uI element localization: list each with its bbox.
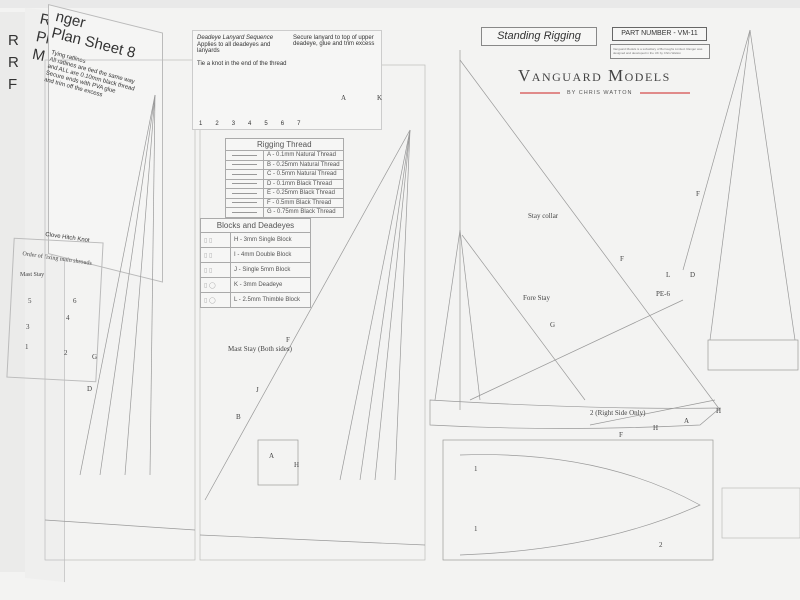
- block-item: H - 3mm Single Block: [230, 232, 311, 248]
- label-h: H: [294, 461, 300, 469]
- shroud-number: 3: [26, 323, 30, 331]
- label-g: G: [92, 353, 98, 361]
- step-number: 4: [248, 121, 252, 127]
- block-item: K - 3mm Deadeye: [230, 277, 311, 293]
- label-a: A: [684, 417, 690, 425]
- label-a: A: [341, 94, 347, 102]
- thread-item: C - 0.5mm Natural Thread: [263, 169, 344, 180]
- lanyard-steps: 1 2 3 4 5 6 7: [199, 121, 300, 127]
- rigging-thread-table: Rigging Thread A - 0.1mm Natural Thread …: [225, 138, 344, 218]
- label-f: F: [286, 336, 290, 344]
- lanyard-subtitle: Applies to all deadeyes and lanyards: [197, 42, 271, 54]
- brand-logo: Vanguard Models: [518, 66, 671, 85]
- tab-letter: R: [8, 54, 19, 71]
- rigging-thread-title: Rigging Thread: [225, 138, 344, 151]
- shroud-line: [99, 94, 156, 476]
- label-f: F: [620, 255, 624, 263]
- step-number: 5: [264, 121, 268, 127]
- part-number-box: PART NUMBER - VM-11: [612, 27, 707, 41]
- label-j: J: [256, 386, 259, 394]
- label-1: 1: [474, 465, 478, 473]
- block-item: J - Single 5mm Block: [230, 262, 311, 278]
- notice-box: Vanguard Models is a subsidiary of Burro…: [610, 44, 710, 59]
- mast-stay-label: Mast Stay: [20, 272, 45, 278]
- fore-stay-label: Fore Stay: [523, 294, 551, 302]
- label-k: K: [377, 94, 383, 102]
- step-number: 2: [215, 121, 219, 127]
- tab-letter: F: [8, 76, 18, 93]
- label-f: F: [696, 190, 700, 198]
- sheet-title: Standing Rigging: [497, 30, 581, 42]
- blocks-table: Blocks and Deadeyes ▯ ▯H - 3mm Single Bl…: [200, 218, 311, 308]
- label-h: H: [716, 407, 722, 415]
- sheet-title-box: Standing Rigging: [481, 27, 597, 46]
- shroud-number: 5: [28, 297, 32, 305]
- thread-item: G - 0.75mm Black Thread: [263, 207, 344, 218]
- label-b: B: [236, 413, 241, 421]
- lanyard-title: Deadeye Lanyard Sequence: [197, 35, 274, 41]
- lanyard-sequence-panel: Deadeye Lanyard Sequence Applies to all …: [192, 30, 382, 130]
- notice-text: Vanguard Models is a subsidiary of Burro…: [613, 47, 703, 55]
- step-number: 3: [231, 121, 236, 127]
- right-side-only-label: 2 (Right Side Only): [590, 409, 646, 417]
- secure-note: Secure lanyard to top of upper deadeye, …: [293, 35, 375, 47]
- part-number: PART NUMBER - VM-11: [621, 30, 698, 37]
- knot-note: Tie a knot in the end of the thread: [197, 61, 287, 67]
- shroud-number: 2: [64, 349, 68, 357]
- step-number: 7: [297, 121, 301, 127]
- label-2: 2: [659, 541, 663, 549]
- label-l: L: [666, 271, 671, 279]
- label-d: D: [690, 271, 696, 279]
- back-tab-text: R R F: [8, 30, 19, 96]
- label-a: A: [269, 452, 275, 460]
- mast-stay-both-label: Mast Stay (Both sides): [228, 345, 292, 353]
- thread-item: D - 0.1mm Black Thread: [263, 178, 344, 189]
- label-d: D: [87, 385, 93, 393]
- block-item: I - 4mm Double Block: [230, 247, 311, 263]
- thread-item: B - 0.25mm Natural Thread: [263, 159, 344, 170]
- label-h: H: [653, 424, 659, 432]
- label-1: 1: [474, 525, 478, 533]
- label-f: F: [619, 431, 623, 439]
- stay-collar-label: Stay collar: [528, 212, 559, 220]
- shroud-number: 6: [73, 297, 77, 305]
- label-g: G: [550, 321, 556, 329]
- thread-item: E - 0.25mm Black Thread: [263, 188, 344, 199]
- brand-sub: BY CHRIS WATTON: [567, 90, 633, 96]
- thread-item: A - 0.1mm Natural Thread: [263, 150, 344, 161]
- tab-letter: R: [8, 32, 19, 49]
- step-number: 6: [280, 121, 285, 127]
- blocks-title: Blocks and Deadeyes: [200, 218, 311, 233]
- step-number: 1: [199, 121, 203, 127]
- shroud-number: 4: [66, 314, 70, 322]
- pe6-label: PE-6: [656, 290, 670, 298]
- block-item: L - 2.5mm Thimble Block: [230, 292, 311, 308]
- thread-item: F - 0.5mm Black Thread: [263, 197, 344, 208]
- shroud-number: 1: [25, 343, 29, 351]
